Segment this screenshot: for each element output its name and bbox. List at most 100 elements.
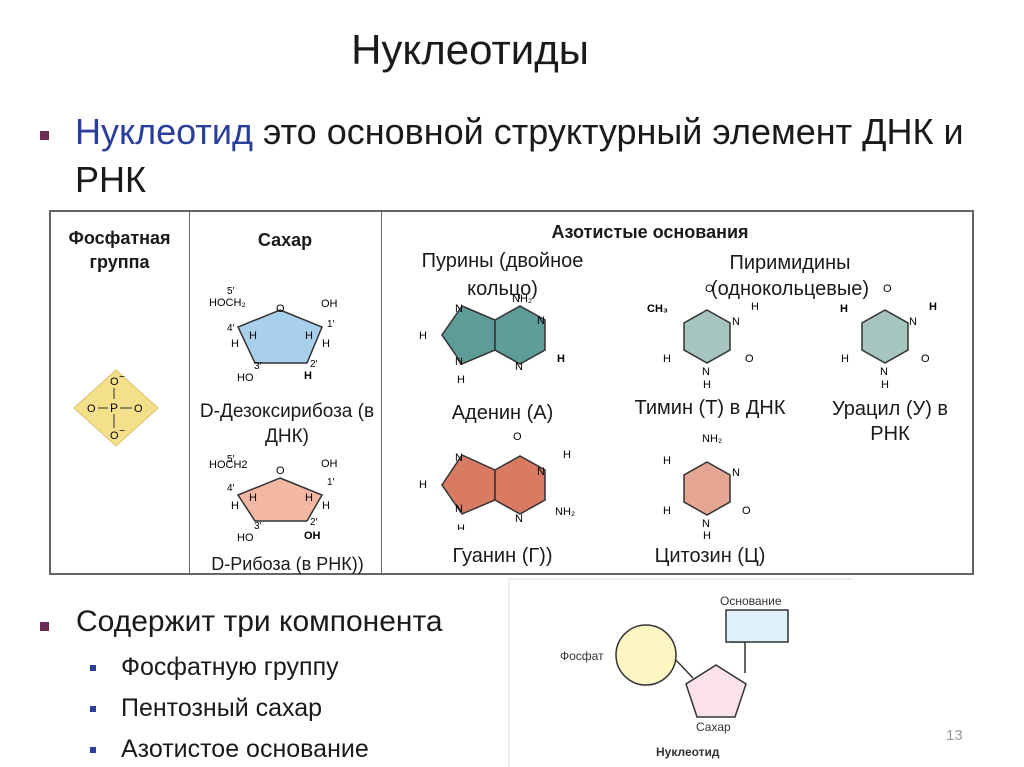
- sugar-header: Сахар: [257, 230, 313, 250]
- figure-phosphate-label: Фосфат: [560, 649, 604, 663]
- uracil-structure: O H H N H O N H: [840, 283, 937, 390]
- svg-text:H: H: [419, 479, 427, 491]
- phosphate-circle: [615, 624, 677, 686]
- bullet-icon: [40, 622, 49, 631]
- svg-text:N: N: [515, 361, 523, 373]
- page-number: 13: [946, 727, 963, 744]
- svg-text:OH: OH: [321, 298, 338, 310]
- svg-text:H: H: [419, 330, 427, 342]
- cytosine-structure: NH₂ H N H O N H: [663, 433, 751, 540]
- sub-bullet-icon: [90, 747, 96, 753]
- adenine-structure: N H N H N N H NH₂: [419, 293, 565, 386]
- svg-text:N: N: [702, 366, 710, 378]
- sub-bullet-icon: [90, 706, 96, 712]
- svg-text:H: H: [249, 330, 257, 342]
- svg-text:H: H: [841, 353, 849, 365]
- svg-text:N: N: [732, 316, 740, 328]
- phosphate-o-left: O: [87, 403, 96, 415]
- svg-text:N: N: [537, 466, 545, 478]
- svg-text:H: H: [231, 338, 239, 350]
- svg-text:2′: 2′: [310, 359, 318, 370]
- svg-text:2′: 2′: [310, 517, 318, 528]
- bullet-icon: [40, 131, 49, 140]
- svg-text:H: H: [840, 303, 848, 315]
- uracil-ring: [861, 309, 909, 364]
- svg-text:N: N: [455, 503, 463, 515]
- svg-text:NH₂: NH₂: [702, 433, 722, 445]
- svg-text:N: N: [909, 316, 917, 328]
- svg-text:O: O: [513, 431, 522, 443]
- ribose-label: D-Рибоза (в РНК)): [211, 554, 364, 574]
- svg-text:O: O: [276, 303, 285, 315]
- guanine-label: Гуанин (Г)): [452, 545, 553, 567]
- nucleotide-table: [49, 210, 974, 575]
- guanine-ring5: [441, 454, 496, 515]
- svg-text:H: H: [557, 353, 565, 365]
- table-divider: [189, 210, 190, 575]
- svg-text:−: −: [119, 426, 125, 437]
- deoxyribose-structure: 5′ HOCH₂ O OH 4′ H H 1′ H H 3′ 2′ HO H: [209, 286, 338, 384]
- svg-text:HO: HO: [237, 532, 254, 544]
- svg-text:N: N: [455, 452, 463, 464]
- deoxyribose-ring: [236, 309, 323, 364]
- svg-text:N: N: [880, 366, 888, 378]
- svg-text:O: O: [883, 283, 892, 295]
- svg-text:5′: 5′: [227, 286, 235, 297]
- svg-text:H: H: [305, 330, 313, 342]
- figure-base-label: Основание: [720, 594, 782, 608]
- figure-sugar-label: Сахар: [696, 720, 731, 734]
- svg-text:CH₃: CH₃: [647, 303, 668, 315]
- svg-text:H: H: [322, 338, 330, 350]
- svg-text:H: H: [929, 301, 937, 313]
- nucleotide-figure: Фосфат Основание Сахар Нуклеотид: [508, 578, 853, 767]
- pyrimidines-label: Пиримидины (однокольцевые): [710, 252, 870, 300]
- svg-text:OH: OH: [321, 458, 338, 470]
- svg-text:H: H: [703, 379, 711, 390]
- svg-text:H: H: [881, 379, 889, 390]
- intro-highlight: Нуклеотид: [75, 111, 254, 152]
- svg-text:1′: 1′: [327, 477, 335, 488]
- bases-header: Азотистые основания: [551, 222, 749, 242]
- components-header: Содержит три компонента: [76, 605, 443, 638]
- slide-title: Нуклеотиды: [351, 26, 589, 73]
- phosphate-o-top: O: [110, 376, 119, 388]
- intro-text: Нуклеотид это основной структурный элеме…: [75, 108, 975, 204]
- svg-text:H: H: [304, 370, 312, 382]
- table-divider: [381, 210, 382, 575]
- thymine-label: Тимин (Т) в ДНК: [634, 397, 786, 419]
- component-item: Азотистое основание: [121, 735, 369, 763]
- guanine-structure: O N H H N N H N NH₂: [419, 431, 575, 530]
- svg-text:H: H: [231, 500, 239, 512]
- svg-text:N: N: [732, 467, 740, 479]
- svg-text:OH: OH: [304, 530, 321, 542]
- intro-rest: это основной структурный элемент ДНК и Р…: [75, 111, 964, 200]
- phosphate-p: P: [110, 401, 118, 415]
- ribose-ring: [236, 477, 324, 522]
- svg-text:O: O: [705, 283, 714, 295]
- sugar-pentagon: [685, 664, 747, 718]
- svg-text:H: H: [663, 455, 671, 467]
- figure-caption: Нуклеотид: [656, 745, 720, 759]
- svg-text:O: O: [921, 353, 930, 365]
- svg-text:H: H: [457, 523, 465, 530]
- svg-text:N: N: [455, 356, 463, 368]
- svg-text:HO: HO: [237, 372, 254, 384]
- adenine-ring5: [441, 305, 496, 365]
- svg-text:O: O: [742, 505, 751, 517]
- sub-bullet-icon: [90, 665, 96, 671]
- thymine-ring: [683, 309, 731, 364]
- phosphate-o-bottom: O: [110, 430, 119, 442]
- svg-text:N: N: [515, 513, 523, 525]
- component-item: Фосфатную группу: [121, 653, 339, 681]
- svg-text:H: H: [249, 492, 257, 504]
- uracil-label: Урацил (У) в РНК: [831, 398, 949, 445]
- phosphate-header: Фосфатная группа: [68, 228, 171, 272]
- ribose-structure: 5′ HOCH2 O OH 4′ H H 1′ H H 3′ 2′ HO OH: [209, 454, 338, 544]
- svg-text:H: H: [305, 492, 313, 504]
- svg-text:NH₂: NH₂: [555, 506, 575, 518]
- svg-text:3′: 3′: [254, 361, 262, 372]
- svg-text:5′: 5′: [227, 454, 235, 465]
- svg-text:O: O: [745, 353, 754, 365]
- svg-text:HOCH₂: HOCH₂: [209, 297, 246, 309]
- purines-label: Пурины (двойное кольцо): [421, 250, 584, 300]
